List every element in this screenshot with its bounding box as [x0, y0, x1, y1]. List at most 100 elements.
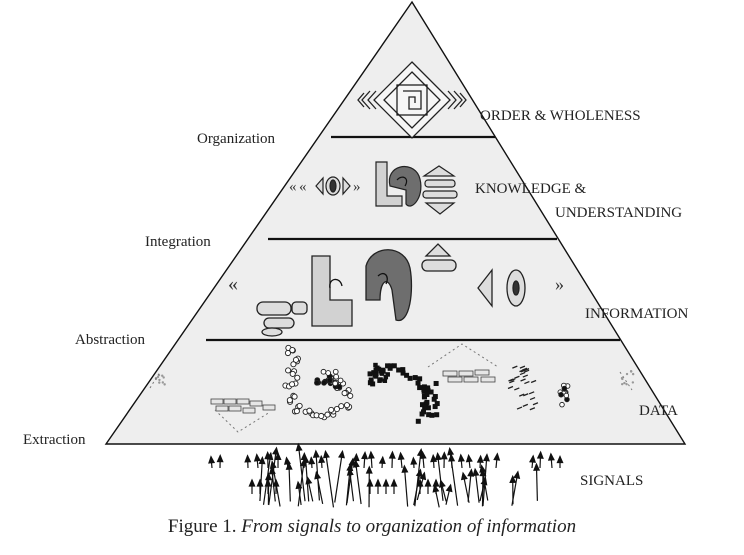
signal-arrow: [308, 456, 316, 469]
data-dash: [519, 393, 525, 397]
signal-arrow-head: [533, 462, 541, 471]
signal-arrow: [272, 478, 280, 494]
signal-arrow-head: [378, 455, 386, 465]
signal-arrow-head: [445, 483, 453, 493]
figure-caption: Figure 1. From signals to organization o…: [0, 516, 744, 538]
data-circle: [347, 392, 354, 399]
signal-arrow: [295, 480, 303, 506]
signal-arrow-head: [299, 458, 307, 467]
data-circle: [343, 402, 351, 409]
data-dash: [528, 391, 535, 395]
signal-arrow-head: [390, 478, 398, 487]
signal-arrow: [334, 449, 345, 503]
data-square: [425, 385, 431, 391]
data-dash: [524, 380, 530, 385]
signal-arrow-head: [415, 468, 423, 478]
signal-arrow-head: [547, 452, 555, 461]
data-square: [417, 376, 423, 382]
data-dash: [523, 369, 530, 373]
level-information-label: INFORMATION: [585, 306, 689, 322]
data-circle: [333, 373, 339, 380]
signal-arrow: [365, 465, 373, 508]
level-data-label: DATA: [639, 403, 678, 419]
signal-arrow-head: [322, 449, 330, 459]
signal-arrow-head: [536, 450, 544, 459]
data-circle: [338, 403, 345, 410]
signal-arrow-head: [476, 454, 484, 463]
data-square: [415, 380, 421, 386]
data-square: [428, 389, 434, 395]
signal-arrow-shaft: [324, 451, 335, 508]
signal-arrow-head: [416, 447, 424, 457]
signal-arrow-head: [318, 454, 326, 464]
signal-arrow: [361, 451, 369, 469]
signal-arrow: [366, 478, 374, 494]
signal-arrow: [297, 458, 307, 507]
svg-text:»: »: [353, 179, 361, 195]
signal-arrow-head: [460, 471, 468, 481]
data-square: [421, 387, 427, 393]
signal-arrow: [416, 478, 424, 494]
signal-arrow-shaft: [449, 448, 459, 506]
signal-arrow: [216, 454, 224, 469]
data-circle: [320, 368, 327, 375]
transition-organization-label: Organization: [197, 131, 276, 147]
data-square: [387, 365, 393, 371]
data-square: [391, 363, 397, 369]
signal-arrow: [476, 454, 484, 469]
signal-arrow: [434, 451, 444, 501]
signal-arrow: [295, 442, 306, 502]
signal-arrow: [378, 455, 386, 469]
signal-arrow: [352, 459, 362, 505]
signal-arrow: [547, 452, 555, 469]
data-square: [415, 418, 421, 424]
data-faint-dot: [625, 383, 628, 386]
signal-arrow-head: [529, 454, 537, 463]
data-square: [373, 371, 379, 377]
data-square: [373, 362, 378, 368]
signal-arrow: [533, 462, 541, 501]
signal-arrow-head: [509, 474, 517, 483]
signal-arrow-head: [274, 451, 282, 461]
signal-arrow-head: [248, 478, 256, 487]
data-square: [424, 399, 430, 405]
signal-arrow: [401, 464, 409, 507]
data-square: [422, 404, 428, 410]
svg-text:«: «: [228, 273, 238, 295]
data-square: [433, 380, 439, 386]
data-circle: [324, 411, 331, 418]
signal-arrow: [244, 454, 252, 469]
level-order-label: ORDER & WHOLENESS: [480, 108, 641, 124]
data-circle: [285, 367, 292, 374]
data-circle: [296, 402, 303, 409]
data-dash: [516, 406, 523, 410]
svg-text:«: «: [289, 179, 297, 195]
signal-arrow: [397, 451, 405, 469]
data-circle: [333, 406, 340, 413]
signal-arrow-head: [434, 451, 442, 461]
signal-arrow: [460, 471, 470, 503]
data-square: [431, 396, 437, 402]
data-square: [385, 363, 391, 369]
data-square: [396, 367, 402, 373]
data-square: [434, 401, 440, 407]
data-dash: [530, 379, 537, 384]
data-dash: [512, 365, 518, 369]
data-circle: [327, 377, 333, 384]
svg-text:»: »: [555, 274, 564, 294]
caption-title: From signals to organization of informat…: [241, 516, 577, 537]
signal-arrow-head: [457, 453, 465, 462]
data-faint-dot: [163, 383, 166, 386]
data-dash: [522, 374, 529, 378]
data-circle: [321, 379, 327, 386]
data-square: [419, 411, 425, 417]
signal-arrow-head: [397, 451, 405, 461]
signal-arrow-shaft: [297, 444, 306, 502]
signal-arrow-shaft: [354, 460, 362, 505]
data-square: [404, 372, 410, 378]
signal-arrow-head: [556, 455, 564, 464]
signal-arrow-head: [244, 454, 252, 463]
data-faint-dot: [631, 372, 635, 376]
signal-arrow-head: [312, 449, 320, 458]
signal-arrow-head: [482, 453, 490, 462]
